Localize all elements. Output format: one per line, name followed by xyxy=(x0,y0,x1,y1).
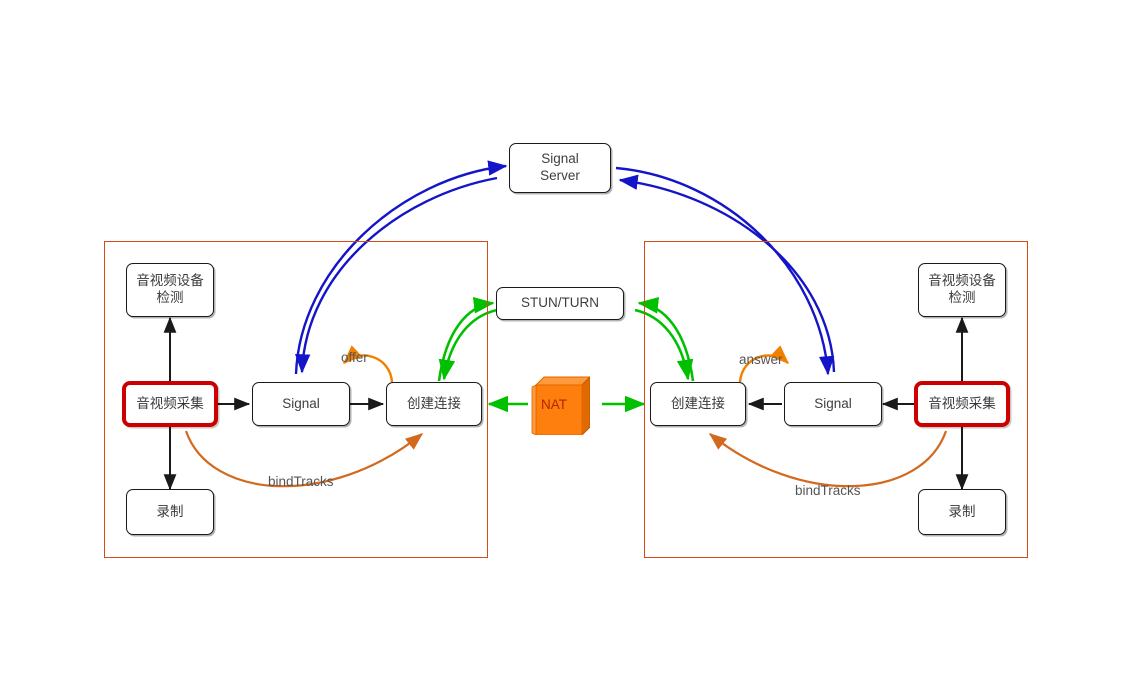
node-capture-right[interactable]: 音视频采集 xyxy=(914,381,1010,427)
edge-bindtracks-right xyxy=(708,430,948,488)
node-create-connection-right[interactable]: 创建连接 xyxy=(650,382,746,426)
label-answer: answer xyxy=(739,352,783,367)
node-record-left[interactable]: 录制 xyxy=(126,489,214,535)
node-nat[interactable]: NAT xyxy=(526,373,592,437)
node-device-check-left[interactable]: 音视频设备 检测 xyxy=(126,263,214,317)
label-bindtracks-left: bindTracks xyxy=(268,474,334,489)
signal-server-line2: Server xyxy=(540,168,580,183)
node-create-connection-left[interactable]: 创建连接 xyxy=(386,382,482,426)
edge-server-to-signal-right xyxy=(615,166,835,376)
node-signal-left[interactable]: Signal xyxy=(252,382,350,426)
node-device-check-right[interactable]: 音视频设备 检测 xyxy=(918,263,1006,317)
panel-peer-a xyxy=(104,241,488,558)
edge-server-to-signal-left xyxy=(295,176,498,374)
device-check-right-line1: 音视频设备 xyxy=(928,273,996,289)
device-check-right-line2: 检测 xyxy=(948,290,976,305)
nat-label: NAT xyxy=(541,396,567,412)
edge-stun-to-createconn-right xyxy=(634,308,694,381)
node-stun-turn[interactable]: STUN/TURN xyxy=(496,287,624,320)
signal-server-line1: Signal xyxy=(541,151,579,167)
node-signal-server[interactable]: Signal Server xyxy=(509,143,611,193)
edge-stun-to-createconn-left xyxy=(438,308,498,381)
nat-block-icon xyxy=(531,375,592,437)
edge-signal-left-to-server xyxy=(294,160,508,375)
edge-bindtracks-left xyxy=(184,430,424,488)
panel-peer-b xyxy=(644,241,1028,558)
device-check-left-line1: 音视频设备 xyxy=(136,273,204,289)
node-capture-left[interactable]: 音视频采集 xyxy=(122,381,218,427)
label-bindtracks-right: bindTracks xyxy=(795,483,861,498)
node-signal-right[interactable]: Signal xyxy=(784,382,882,426)
edge-signal-right-to-server xyxy=(618,174,836,373)
edge-offer-arc xyxy=(342,345,394,383)
node-record-right[interactable]: 录制 xyxy=(918,489,1006,535)
label-offer: offer xyxy=(341,350,368,365)
edge-answer-arc xyxy=(738,345,790,383)
device-check-left-line2: 检测 xyxy=(156,290,184,305)
